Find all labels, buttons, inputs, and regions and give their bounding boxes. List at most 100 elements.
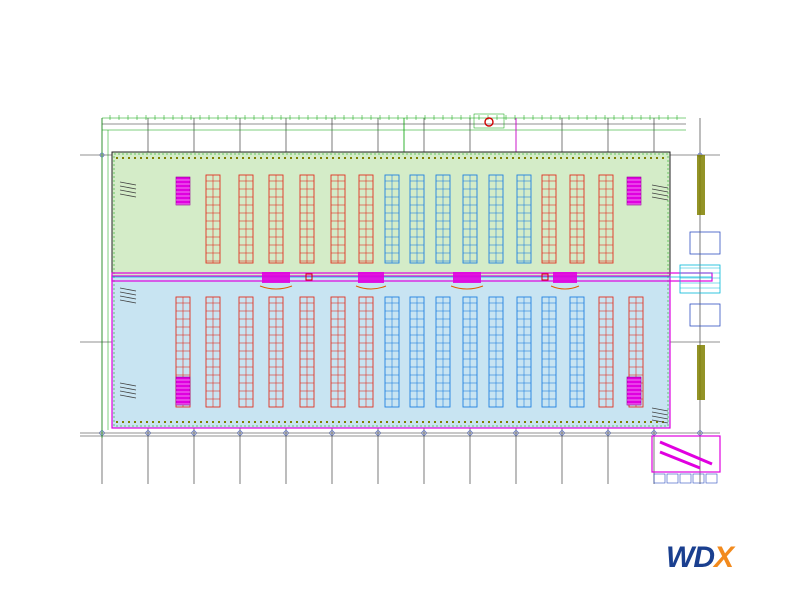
border-dot xyxy=(236,421,238,423)
border-dot xyxy=(566,157,568,159)
equipment-icon-line xyxy=(119,291,137,296)
border-dot xyxy=(116,157,118,159)
border-dot xyxy=(350,157,352,159)
zone-boundary xyxy=(113,153,669,427)
dock-unit xyxy=(450,272,484,290)
aisle-marker xyxy=(305,273,313,281)
border-dot xyxy=(644,421,646,423)
border-dot xyxy=(452,421,454,423)
border-dot xyxy=(506,421,508,423)
equipment-icon-line xyxy=(651,419,669,424)
border-dot xyxy=(422,421,424,423)
border-dot xyxy=(548,421,550,423)
border-dot xyxy=(194,421,196,423)
border-dot xyxy=(284,157,286,159)
border-dot xyxy=(554,421,556,423)
dock-unit xyxy=(550,272,580,290)
border-dot xyxy=(506,157,508,159)
border-dot xyxy=(356,421,358,423)
equipment-icon-line xyxy=(651,192,669,197)
border-dot xyxy=(320,157,322,159)
border-dot xyxy=(200,421,202,423)
border-dot xyxy=(494,157,496,159)
border-dot xyxy=(320,421,322,423)
border-dot xyxy=(314,157,316,159)
border-dot xyxy=(536,421,538,423)
equipment-icon xyxy=(651,407,669,424)
border-dot xyxy=(398,157,400,159)
equipment-icon xyxy=(119,181,137,198)
border-dot xyxy=(116,421,118,423)
side-room xyxy=(689,303,721,327)
border-dot xyxy=(446,157,448,159)
border-dot xyxy=(560,157,562,159)
rack-row xyxy=(462,174,478,264)
border-dot xyxy=(146,157,148,159)
equipment-icon-line xyxy=(119,185,137,190)
border-dot xyxy=(122,157,124,159)
border-dot xyxy=(566,421,568,423)
dock-unit-fill xyxy=(358,272,384,283)
border-dot xyxy=(212,157,214,159)
rack-row xyxy=(569,174,585,264)
border-dot xyxy=(128,157,130,159)
stair-block-hatch xyxy=(659,440,713,470)
rack-row xyxy=(516,174,532,264)
border-dot xyxy=(380,157,382,159)
border-dot xyxy=(650,421,652,423)
border-dot xyxy=(662,157,664,159)
border-dot xyxy=(614,421,616,423)
dock-unit-arc xyxy=(259,285,293,290)
rack-row xyxy=(569,296,585,408)
border-dot xyxy=(164,421,166,423)
border-dot xyxy=(332,421,334,423)
border-dot xyxy=(308,421,310,423)
border-dot xyxy=(182,421,184,423)
border-dot xyxy=(428,157,430,159)
rack-row xyxy=(488,174,504,264)
rack-row xyxy=(205,174,221,264)
border-dot xyxy=(278,157,280,159)
border-dot xyxy=(602,421,604,423)
equipment-icon xyxy=(651,184,669,201)
border-dot xyxy=(326,157,328,159)
border-dot xyxy=(176,421,178,423)
rack-rows xyxy=(119,174,669,424)
equipment-icon-line xyxy=(119,193,137,198)
equipment-icon-line xyxy=(119,394,137,399)
border-dot xyxy=(650,157,652,159)
border-dot xyxy=(614,157,616,159)
border-dot xyxy=(458,157,460,159)
rack-row xyxy=(238,296,254,408)
border-dot xyxy=(482,157,484,159)
annex-cell xyxy=(692,473,705,484)
border-dot xyxy=(254,421,256,423)
border-dot xyxy=(596,157,598,159)
border-dot xyxy=(578,421,580,423)
border-dot xyxy=(152,157,154,159)
border-dot xyxy=(326,421,328,423)
loading-block-fill xyxy=(175,376,191,406)
border-dot xyxy=(632,157,634,159)
loading-block-fill xyxy=(626,376,642,406)
border-dot xyxy=(290,421,292,423)
rack-row xyxy=(435,174,451,264)
equipment-icon-line xyxy=(119,295,137,300)
side-column xyxy=(697,345,705,400)
border-dot xyxy=(212,421,214,423)
border-dot xyxy=(410,421,412,423)
border-dot xyxy=(542,421,544,423)
border-dot xyxy=(266,157,268,159)
border-dot xyxy=(362,157,364,159)
border-dot xyxy=(626,157,628,159)
rack-row xyxy=(598,174,614,264)
border-dot xyxy=(338,157,340,159)
border-dot xyxy=(128,421,130,423)
border-dot xyxy=(440,421,442,423)
annex-cell xyxy=(679,473,692,484)
border-dot xyxy=(140,421,142,423)
side-corridor xyxy=(679,264,721,294)
border-dot xyxy=(620,157,622,159)
border-dot xyxy=(386,157,388,159)
dock-unit-fill xyxy=(553,272,577,283)
